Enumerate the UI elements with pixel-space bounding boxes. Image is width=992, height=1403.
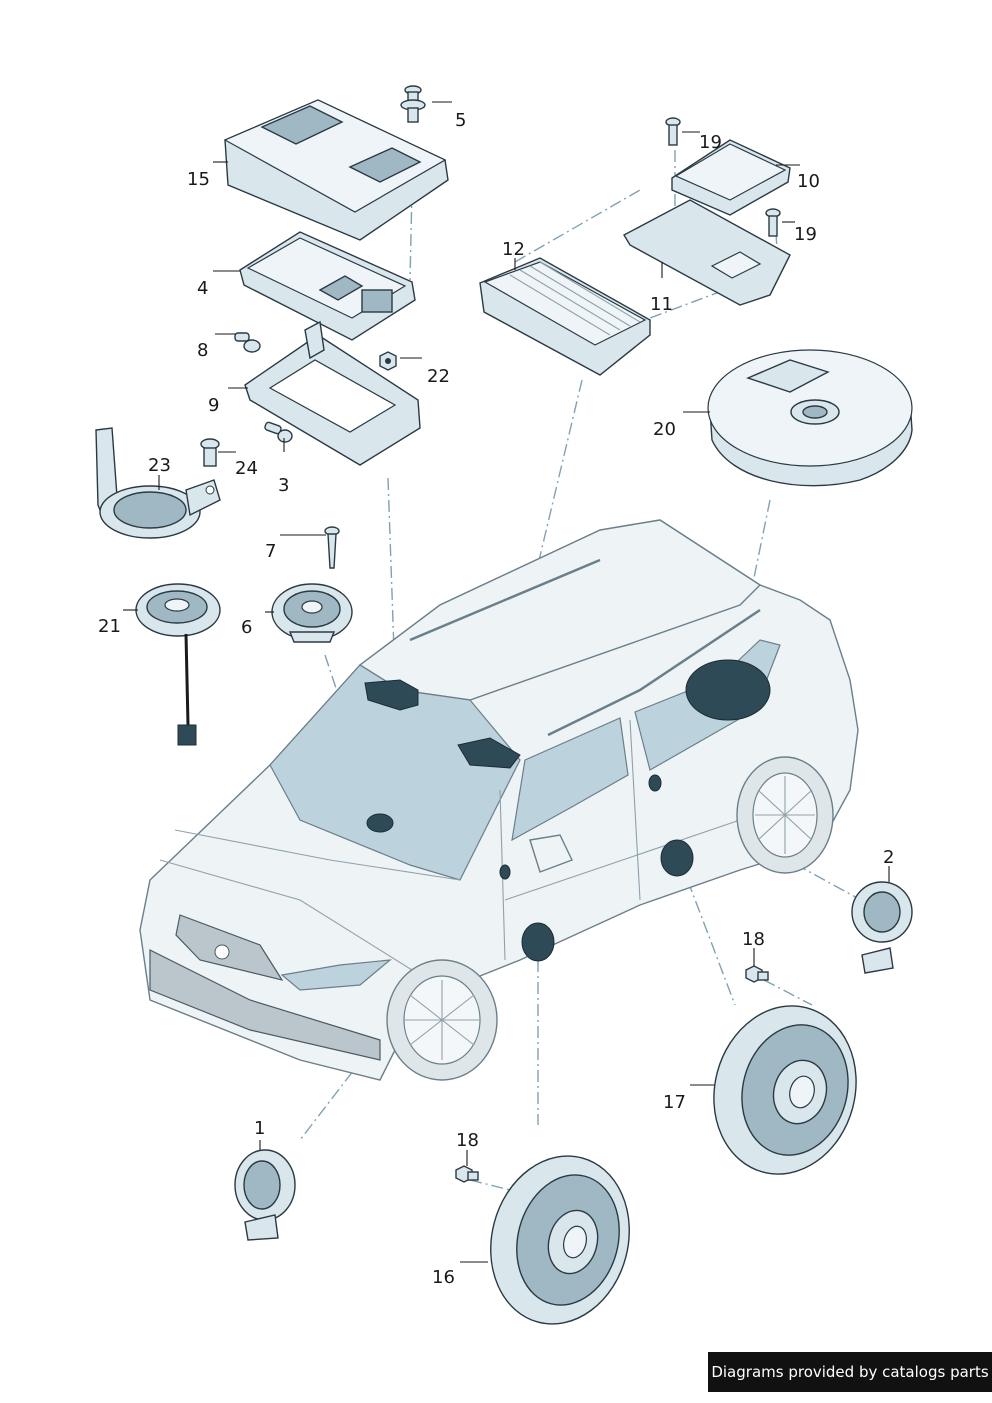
mount-spot-17 bbox=[660, 839, 694, 877]
part-24-bolt bbox=[200, 438, 220, 467]
part-19-screw-a bbox=[665, 117, 681, 146]
callout-21: 21 bbox=[98, 616, 121, 637]
part-18-screw-a bbox=[745, 965, 769, 983]
part-23-speaker-bracket bbox=[95, 427, 221, 539]
callout-17: 17 bbox=[663, 1092, 686, 1113]
callout-3: 3 bbox=[278, 475, 289, 496]
part-4-control-unit bbox=[239, 231, 416, 341]
part-10-control-unit bbox=[671, 139, 791, 216]
callout-10: 10 bbox=[797, 171, 820, 192]
part-1-tweeter bbox=[234, 1149, 296, 1241]
part-11-mounting-plate bbox=[623, 199, 791, 306]
callout-4: 4 bbox=[197, 278, 208, 299]
callout-19-a: 19 bbox=[699, 132, 722, 153]
callout-19-b: 19 bbox=[794, 224, 817, 245]
callout-9: 9 bbox=[208, 395, 219, 416]
part-18-screw-b bbox=[455, 1165, 479, 1183]
part-22-nut bbox=[379, 351, 397, 371]
callout-8: 8 bbox=[197, 340, 208, 361]
callout-11: 11 bbox=[650, 294, 673, 315]
car-body bbox=[139, 519, 859, 1081]
callout-16: 16 bbox=[432, 1267, 455, 1288]
mount-spot-6 bbox=[366, 813, 394, 833]
callout-7: 7 bbox=[265, 541, 276, 562]
mount-spot-1 bbox=[499, 864, 511, 880]
part-9-bracket bbox=[244, 320, 421, 466]
part-15-cover bbox=[223, 99, 449, 241]
part-3-bolt bbox=[264, 421, 293, 443]
part-6-speaker bbox=[271, 583, 353, 643]
part-19-screw-b bbox=[765, 208, 781, 237]
front-wheel bbox=[386, 959, 498, 1081]
mount-spot-20 bbox=[685, 659, 771, 721]
callout-24: 24 bbox=[235, 458, 258, 479]
mount-spot-2 bbox=[648, 774, 662, 792]
callout-labels: 1 2 3 4 5 6 7 8 9 10 11 12 15 16 17 18 1… bbox=[98, 110, 894, 1288]
part-16-speaker bbox=[490, 1155, 630, 1325]
callout-18-a: 18 bbox=[742, 929, 765, 950]
mount-spot-9 bbox=[364, 679, 419, 711]
attribution-text: Diagrams provided by catalogs parts bbox=[711, 1363, 989, 1381]
part-17-speaker bbox=[713, 1005, 857, 1175]
attribution-banner: Diagrams provided by catalogs parts bbox=[708, 1352, 992, 1392]
callout-22: 22 bbox=[427, 366, 450, 387]
leader-lines bbox=[123, 101, 890, 1263]
callout-23: 23 bbox=[148, 455, 171, 476]
mount-spot-12 bbox=[457, 737, 521, 769]
part-21-speaker bbox=[135, 583, 221, 746]
callout-12: 12 bbox=[502, 239, 525, 260]
callout-1: 1 bbox=[254, 1118, 265, 1139]
callout-15: 15 bbox=[187, 169, 210, 190]
mount-spot-16 bbox=[521, 922, 555, 962]
callout-2: 2 bbox=[883, 847, 894, 868]
part-7-screw bbox=[324, 526, 340, 569]
callout-6: 6 bbox=[241, 617, 252, 638]
part-5-rivet bbox=[400, 85, 426, 123]
rear-wheel bbox=[736, 756, 834, 874]
part-20-subwoofer bbox=[707, 349, 913, 487]
callout-5: 5 bbox=[455, 110, 466, 131]
part-8-bolt bbox=[234, 332, 261, 353]
part-2-tweeter bbox=[851, 881, 913, 974]
callout-18-b: 18 bbox=[456, 1130, 479, 1151]
callout-20: 20 bbox=[653, 419, 676, 440]
part-12-amplifier bbox=[479, 257, 651, 376]
